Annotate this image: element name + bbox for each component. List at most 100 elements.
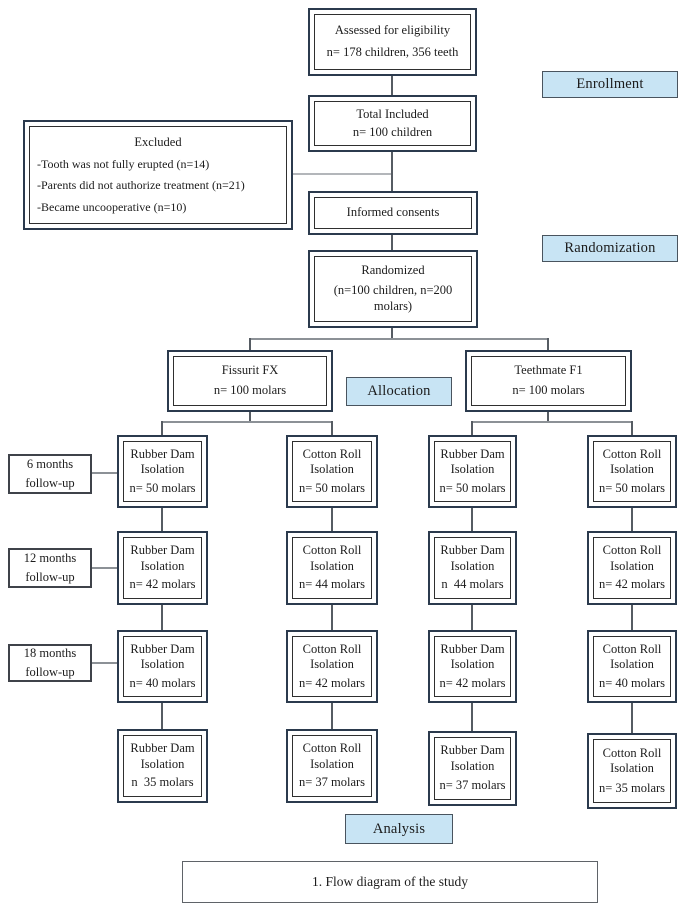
stage-label-analysis: Analysis bbox=[345, 814, 453, 844]
connector-line bbox=[161, 421, 332, 423]
connector-line bbox=[331, 508, 333, 531]
connector-line bbox=[547, 412, 549, 421]
connector-line bbox=[331, 703, 333, 729]
connector-line bbox=[331, 421, 333, 435]
count-label: n 35 molars bbox=[131, 775, 194, 790]
box-informed-consents-title: Informed consents bbox=[346, 205, 440, 220]
method-label: Rubber Dam bbox=[130, 641, 195, 656]
method-label: Isolation bbox=[450, 657, 495, 672]
box-randomized-title: Randomized bbox=[361, 263, 425, 278]
followup-label-6-months: 6 months follow-up bbox=[8, 454, 92, 494]
connector-line bbox=[631, 605, 633, 630]
connector-line bbox=[547, 338, 549, 350]
connector-line bbox=[249, 338, 251, 350]
count-label: n= 50 molars bbox=[439, 480, 506, 495]
count-label: n= 50 molars bbox=[129, 480, 196, 495]
followup-line: 12 months bbox=[23, 551, 77, 566]
connector-line bbox=[391, 76, 393, 95]
box-assessed: Assessed for eligibility n= 178 children… bbox=[308, 8, 477, 76]
followup-label-12-months: 12 months follow-up bbox=[8, 548, 92, 588]
box-arm-teethmate-f1: Teethmate F1 n= 100 molars bbox=[465, 350, 632, 412]
connector-line bbox=[391, 328, 393, 338]
followup-line: follow-up bbox=[25, 476, 75, 490]
count-label: n= 37 molars bbox=[439, 778, 506, 792]
method-label: Isolation bbox=[310, 756, 354, 771]
method-label: Cotton Roll bbox=[602, 446, 662, 461]
method-label: Isolation bbox=[450, 462, 495, 477]
stage-label-allocation: Allocation bbox=[346, 377, 452, 406]
count-label: n= 42 molars bbox=[598, 577, 666, 592]
connector-line bbox=[161, 703, 163, 729]
arm-fissurit-title: Fissurit FX bbox=[221, 363, 279, 378]
method-label: Cotton Roll bbox=[302, 741, 362, 756]
box-assessed-title: Assessed for eligibility bbox=[334, 23, 451, 38]
connector-line bbox=[161, 421, 163, 435]
connector-line bbox=[471, 421, 632, 423]
method-label: Rubber Dam bbox=[440, 743, 505, 758]
followup-line: 6 months bbox=[26, 457, 74, 472]
method-label: Isolation bbox=[310, 558, 354, 573]
method-label: Isolation bbox=[310, 462, 354, 477]
box-total-included-title: Total Included bbox=[356, 106, 429, 121]
connector-line bbox=[471, 605, 473, 630]
method-label: Isolation bbox=[140, 657, 185, 672]
stage-label-enrollment: Enrollment bbox=[542, 71, 678, 98]
method-label: Rubber Dam bbox=[130, 543, 195, 558]
method-label: Isolation bbox=[140, 558, 185, 573]
excluded-reason: -Became uncooperative (n=10) bbox=[37, 199, 187, 214]
count-label: n= 42 molars bbox=[439, 675, 506, 690]
count-label: n= 40 molars bbox=[129, 675, 196, 690]
box-excluded-title: Excluded bbox=[134, 135, 182, 150]
connector-line bbox=[391, 235, 393, 250]
connector-line bbox=[631, 703, 633, 733]
method-label: Isolation bbox=[450, 558, 495, 573]
method-label: Cotton Roll bbox=[302, 543, 362, 558]
count-label: n= 35 molars bbox=[598, 780, 666, 795]
method-label: Rubber Dam bbox=[440, 543, 505, 558]
connector-line bbox=[391, 152, 393, 191]
box-total-included: Total Included n= 100 children bbox=[308, 95, 477, 152]
method-label: Cotton Roll bbox=[602, 745, 662, 760]
method-label: Rubber Dam bbox=[440, 641, 505, 656]
box-arm-fissurit-fx: Fissurit FX n= 100 molars bbox=[167, 350, 333, 412]
box-assessed-count: n= 178 children, 356 teeth bbox=[326, 45, 459, 60]
box-informed-consents: Informed consents bbox=[308, 191, 478, 235]
connector-line bbox=[471, 703, 473, 731]
connector-line-followup bbox=[92, 662, 117, 664]
method-label: Rubber Dam bbox=[440, 446, 505, 461]
connector-line bbox=[249, 412, 251, 421]
count-label: n= 37 molars bbox=[298, 775, 366, 790]
method-label: Isolation bbox=[140, 756, 185, 771]
count-label: n 44 molars bbox=[441, 577, 504, 592]
excluded-reason: -Tooth was not fully erupted (n=14) bbox=[37, 157, 210, 172]
stage-label-randomization: Randomization bbox=[542, 235, 678, 262]
followup-label-18-months: 18 months follow-up bbox=[8, 644, 92, 682]
method-label: Isolation bbox=[610, 462, 654, 477]
method-label: Rubber Dam bbox=[130, 446, 195, 461]
box-total-included-count: n= 100 children bbox=[352, 124, 433, 139]
followup-line: follow-up bbox=[25, 665, 75, 679]
method-label: Cotton Roll bbox=[302, 446, 362, 461]
box-excluded: Excluded -Tooth was not fully erupted (n… bbox=[23, 120, 293, 230]
connector-line bbox=[471, 421, 473, 435]
method-label: Isolation bbox=[610, 558, 654, 573]
method-label: Cotton Roll bbox=[602, 543, 662, 558]
method-label: Isolation bbox=[450, 759, 495, 773]
followup-line: 18 months bbox=[23, 646, 77, 661]
connector-line bbox=[161, 508, 163, 531]
method-label: Cotton Roll bbox=[602, 641, 662, 656]
connector-line bbox=[249, 338, 549, 340]
